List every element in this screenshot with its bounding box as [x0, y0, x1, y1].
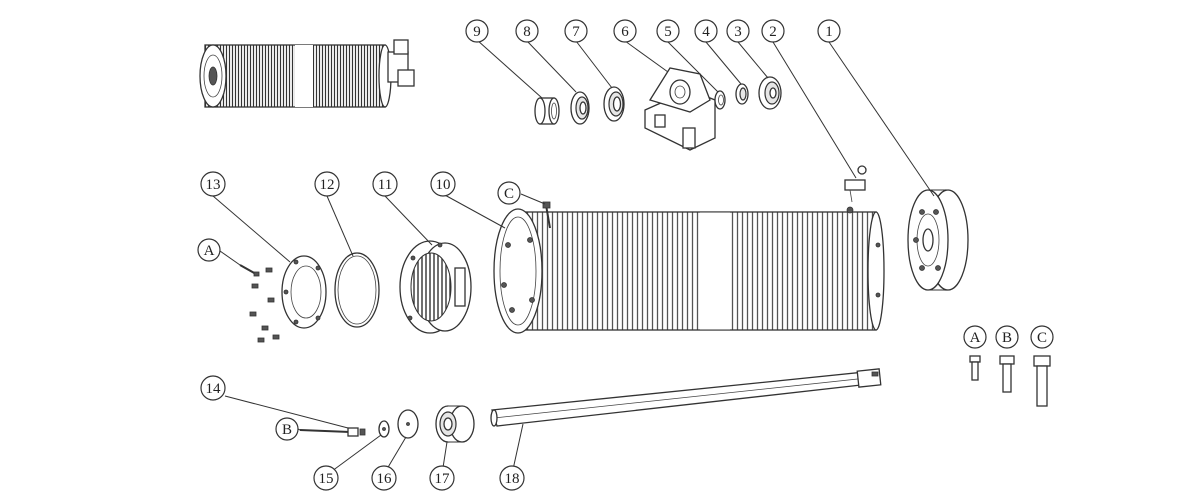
callout-18: 18 — [499, 465, 525, 491]
callout-6-label: 6 — [621, 24, 629, 40]
callout-legend-c-label: C — [1037, 330, 1047, 346]
part-5-ring — [714, 90, 726, 110]
part-15-washer — [378, 420, 390, 438]
part-14-bolt — [299, 427, 366, 437]
callout-3: 3 — [726, 19, 750, 43]
callout-bolt-a-left: A — [197, 238, 221, 262]
callout-14: 14 — [200, 375, 226, 401]
part-13-end-plate — [281, 255, 327, 329]
callout-bolt-b-bottom-label: B — [282, 422, 292, 438]
assembled-drum-thumbnail — [199, 39, 415, 108]
callout-1: 1 — [817, 19, 841, 43]
part-11-ring-gear — [399, 240, 472, 334]
callout-8: 8 — [515, 19, 539, 43]
callout-5: 5 — [656, 19, 680, 43]
callout-17-label: 17 — [435, 471, 451, 487]
callout-7: 7 — [564, 19, 588, 43]
callout-16-label: 16 — [377, 471, 393, 487]
bolts-a-group — [239, 264, 280, 343]
part-4-ring — [735, 83, 749, 105]
callout-13-label: 13 — [206, 177, 221, 193]
callout-17: 17 — [429, 465, 455, 491]
part-8-bearing — [570, 91, 590, 125]
callout-9: 9 — [465, 19, 489, 43]
callout-3-label: 3 — [734, 24, 742, 40]
part-10-drum — [493, 206, 885, 334]
callout-legend-c: C — [1030, 325, 1054, 349]
callout-15-label: 15 — [319, 471, 334, 487]
callout-16: 16 — [371, 465, 397, 491]
callout-14-label: 14 — [206, 381, 222, 397]
part-7-bearing — [603, 86, 625, 122]
callout-2-label: 2 — [769, 24, 777, 40]
callout-4-label: 4 — [702, 24, 710, 40]
callout-bolt-b-bottom: B — [275, 417, 299, 441]
part-12-o-ring — [334, 252, 380, 328]
part-1-end-flange — [907, 189, 969, 291]
callout-7-label: 7 — [572, 24, 580, 40]
callout-legend-b: B — [995, 325, 1019, 349]
callout-12-label: 12 — [320, 177, 335, 193]
bolt-legend — [969, 355, 1051, 407]
callout-12: 12 — [314, 171, 340, 197]
part-9-sleeve — [534, 97, 560, 125]
callout-10: 10 — [430, 171, 456, 197]
callout-10-label: 10 — [436, 177, 451, 193]
callout-11: 11 — [372, 171, 398, 197]
callout-2: 2 — [761, 19, 785, 43]
part-6-pillow-block — [644, 67, 716, 151]
callout-9-label: 9 — [473, 24, 481, 40]
callout-11-label: 11 — [378, 177, 392, 193]
callout-15: 15 — [313, 465, 339, 491]
callout-legend-b-label: B — [1002, 330, 1012, 346]
callout-4: 4 — [694, 19, 718, 43]
part-16-disc — [397, 409, 419, 439]
callout-18-label: 18 — [505, 471, 520, 487]
part-2-bracket — [844, 165, 867, 203]
callout-legend-a-label: A — [970, 330, 981, 346]
callout-bolt-c-drum-label: C — [504, 186, 514, 202]
part-3-cap — [758, 76, 782, 110]
callout-legend-a: A — [963, 325, 987, 349]
callout-8-label: 8 — [523, 24, 531, 40]
bolt-c-on-drum — [542, 201, 551, 229]
callout-bolt-c-drum: C — [497, 181, 521, 205]
callout-6: 6 — [613, 19, 637, 43]
callout-bolt-a-left-label: A — [204, 243, 215, 259]
part-18-shaft — [490, 368, 882, 427]
part-17-bearing — [435, 405, 475, 443]
callout-13: 13 — [200, 171, 226, 197]
callout-5-label: 5 — [664, 24, 672, 40]
callout-1-label: 1 — [825, 24, 833, 40]
